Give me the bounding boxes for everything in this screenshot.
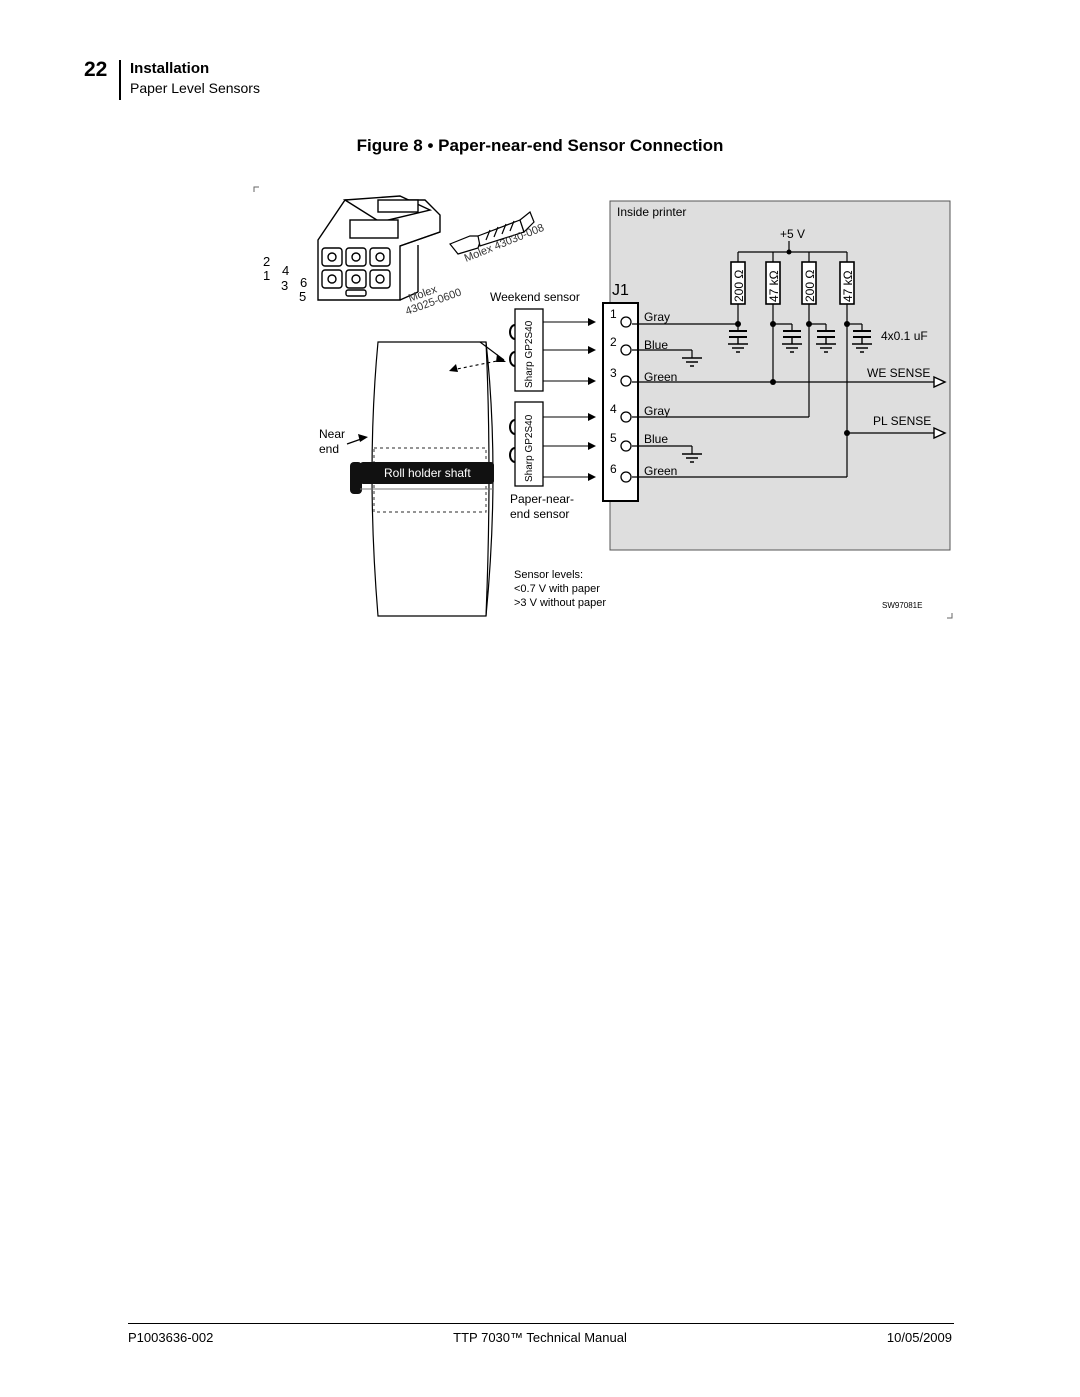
supply-label: +5 V [780, 227, 805, 241]
molex-connector-housing [317, 195, 441, 301]
section-subtitle: Paper Level Sensors [130, 80, 260, 96]
resistor-r4-value: 47 kΩ [841, 270, 855, 302]
resistor-r2-value: 47 kΩ [767, 270, 781, 302]
j1-connector [602, 302, 639, 502]
wire-label-pin6: Green [644, 464, 677, 478]
weekend-sensor-model: Sharp GP2S40 [524, 320, 535, 388]
footer-doc-number: P1003636-002 [128, 1330, 214, 1345]
weekend-beam-tail-arrowhead [449, 364, 458, 372]
drawing-code: SW97081E [882, 601, 922, 610]
pin-label-4: 4 [282, 263, 289, 278]
inside-printer-label: Inside printer [617, 205, 686, 219]
sensor-connection-diagram: 2 1 4 3 6 5 Molex 43025-0600 Molex 43030… [253, 186, 953, 619]
crop-mark-top-left [253, 186, 259, 192]
resistor-r1-value: 200 Ω [732, 270, 746, 302]
crop-mark-bottom-right [947, 613, 953, 619]
supply-rail [737, 241, 848, 262]
we-sense-output-arrow [933, 375, 947, 389]
sensor-output-wires [543, 321, 590, 478]
inside-printer-panel [609, 200, 951, 551]
molex-crimp-pin [449, 211, 535, 255]
paper-near-end-label-line1: Paper-near- [510, 492, 574, 506]
pin-label-3: 3 [281, 278, 288, 293]
footer-divider [128, 1323, 954, 1324]
j1-pin-4-number: 4 [610, 402, 617, 416]
pin-label-6: 6 [300, 275, 307, 290]
footer-date: 10/05/2009 [886, 1330, 952, 1345]
pin-label-5: 5 [299, 289, 306, 304]
pin-label-1: 1 [263, 268, 270, 283]
near-end-arrow [346, 434, 368, 445]
j1-pin-circles [620, 316, 632, 483]
near-end-label-line1: Near [319, 427, 345, 441]
j1-pin-5-number: 5 [610, 431, 617, 445]
near-end-label-line2: end [319, 442, 339, 456]
wire-label-pin4: Gray [644, 404, 670, 418]
sensor-levels-title: Sensor levels: [514, 569, 583, 581]
j1-label: J1 [612, 282, 629, 299]
ground-symbols [682, 337, 872, 463]
supply-node [786, 249, 792, 255]
resistor-r3-value: 200 Ω [803, 270, 817, 302]
pin-label-2: 2 [263, 254, 270, 269]
pl-sense-output-arrow [933, 426, 947, 440]
sensor-output-arrowheads [588, 318, 596, 481]
wire-label-pin3: Green [644, 370, 677, 384]
page-number: 22 [84, 58, 108, 81]
j1-pin-2-number: 2 [610, 335, 617, 349]
footer-manual-title: TTP 7030™ Technical Manual [453, 1330, 627, 1345]
sensor-levels-with-paper: <0.7 V with paper [514, 583, 600, 595]
roll-holder-shaft [350, 462, 494, 494]
paper-near-end-label-line2: end sensor [510, 507, 569, 521]
sensor-levels-without-paper: >3 V without paper [514, 597, 606, 609]
near-end-sensor-model: Sharp GP2S40 [524, 414, 535, 482]
weekend-sensor-label: Weekend sensor [490, 290, 580, 304]
header-divider [119, 60, 121, 100]
roll-holder-label: Roll holder shaft [384, 466, 471, 480]
j1-pin-3-number: 3 [610, 366, 617, 380]
j1-pin-6-number: 6 [610, 462, 617, 476]
circuit-junctions [735, 321, 850, 436]
wire-label-pin1: Gray [644, 310, 670, 324]
we-sense-label: WE SENSE [867, 366, 930, 380]
paper-near-end-sensor [509, 401, 544, 487]
capacitor-label: 4x0.1 uF [881, 329, 928, 343]
wire-label-pin5: Blue [644, 432, 668, 446]
weekend-beam-arrowhead [496, 354, 506, 362]
figure-title: Figure 8 • Paper-near-end Sensor Connect… [356, 136, 724, 155]
wire-label-pin2: Blue [644, 338, 668, 352]
section-title: Installation [130, 60, 210, 77]
pl-sense-label: PL SENSE [873, 414, 931, 428]
weekend-sensor [509, 308, 544, 392]
j1-pin-1-number: 1 [610, 307, 617, 321]
